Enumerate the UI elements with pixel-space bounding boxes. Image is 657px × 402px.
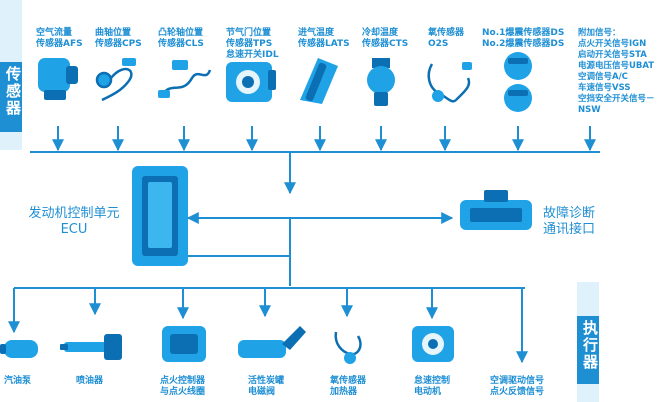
ecu-unit-icon: [132, 166, 188, 266]
sensor-label-cls: 凸轮轴位置传感器CLS: [158, 28, 204, 49]
ecu-links: [186, 212, 454, 286]
actuator-label-injector: 喷油器: [76, 376, 104, 386]
throttle-position-sensor-icon: [226, 62, 276, 102]
knock-sensor-icon: [504, 52, 532, 112]
canister-solenoid-icon: [238, 326, 306, 358]
actuator-label-o2heater: 氧传感器加热器: [330, 376, 367, 397]
sensor-label-lats: 进气温度传感器LATS: [298, 28, 350, 49]
additional-signals-list: 附加信号： 点火开关信号IGN 启动开关信号STA 电源电压信号UBAT 空调信…: [578, 28, 655, 115]
diagnostic-interface-label: 故障诊断通讯接口: [542, 206, 595, 237]
camshaft-sensor-icon: [158, 60, 212, 98]
sensor-label-afs: 空气流量传感器AFS: [36, 28, 83, 49]
crankshaft-sensor-icon: [95, 58, 136, 102]
o2-heater-icon: [334, 331, 362, 364]
injector-icon: [60, 334, 122, 360]
sensor-label-cts: 冷却温度传感器CTS: [362, 28, 409, 49]
diagnostic-connector-icon: [460, 190, 532, 230]
oxygen-sensor-icon: [427, 62, 472, 103]
air-flow-sensor-icon: [38, 58, 78, 100]
actuator-label-idle: 怠速控制电动机: [414, 376, 451, 397]
ignition-coil-icon: [162, 326, 206, 362]
actuator-title-box: [577, 316, 599, 384]
intake-temp-sensor-icon: [300, 58, 338, 104]
actuator-label-canister: 活性炭罐电磁阀: [248, 376, 285, 397]
fuel-pump-icon: [0, 340, 38, 358]
sensors-section-title: 传感器: [4, 66, 22, 117]
actuator-label-pump: 汽油泵: [4, 376, 32, 386]
sensor-bus: [30, 126, 600, 195]
actuator-bus: [8, 287, 528, 364]
idle-motor-icon: [412, 326, 454, 362]
actuator-label-ac: 空调驱动信号点火反馈信号: [490, 376, 545, 397]
actuator-label-ignition: 点火控制器与点火线圈: [160, 376, 206, 397]
coolant-temp-sensor-icon: [367, 58, 395, 106]
sensor-title-box: [0, 62, 22, 132]
actuators-section-title: 执行器: [581, 320, 599, 371]
sensor-label-cps: 曲轴位置传感器CPS: [95, 28, 142, 49]
